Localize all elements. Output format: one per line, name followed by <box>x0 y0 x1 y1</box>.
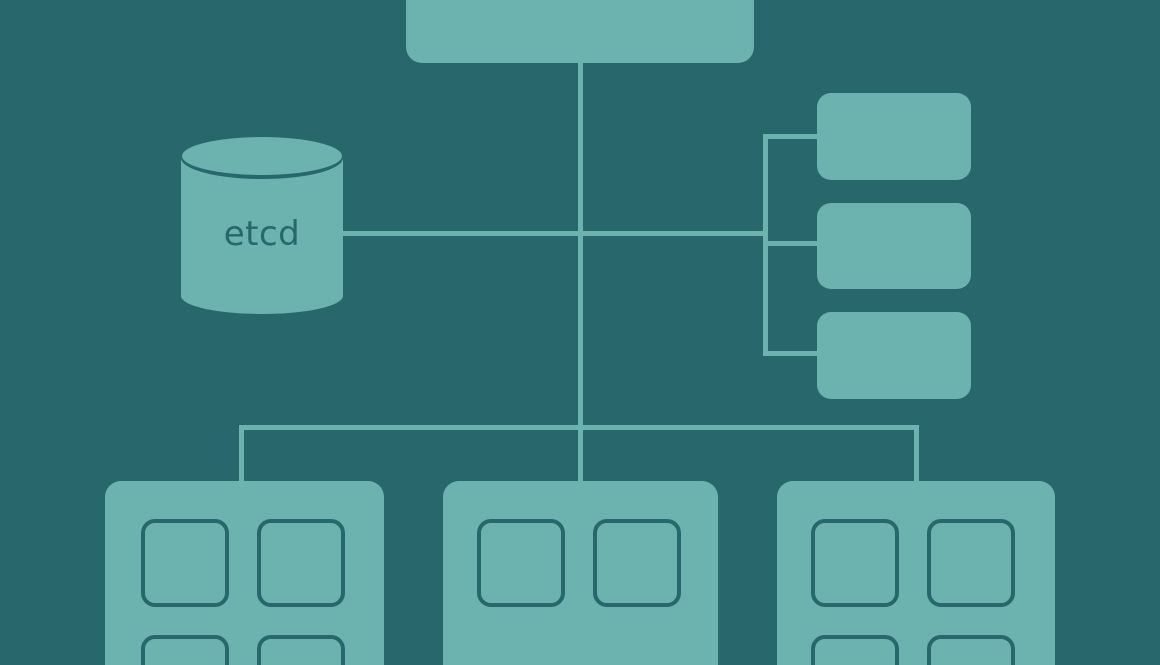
pod-box <box>141 519 229 607</box>
component-box-2 <box>817 203 971 289</box>
pod-box <box>811 635 899 665</box>
connector-node-3 <box>914 425 919 483</box>
database-cylinder-icon <box>181 137 343 314</box>
pod-box <box>257 519 345 607</box>
worker-node-1 <box>105 481 384 665</box>
pod-box <box>141 635 229 665</box>
component-box-1 <box>817 93 971 180</box>
pod-box <box>927 519 1015 607</box>
connector-component-3 <box>763 351 819 356</box>
etcd-datastore: etcd <box>180 136 344 316</box>
connector-trunk <box>578 62 583 482</box>
connector-component-2 <box>763 241 819 246</box>
pod-box <box>257 635 345 665</box>
component-box-3 <box>817 312 971 399</box>
connector-nodes-bus <box>239 425 919 430</box>
etcd-label: etcd <box>223 214 301 254</box>
worker-node-3 <box>777 481 1055 665</box>
control-plane-box <box>406 0 754 63</box>
pod-box <box>811 519 899 607</box>
pod-box <box>927 635 1015 665</box>
pod-box <box>477 519 565 607</box>
worker-node-2 <box>443 481 718 665</box>
connector-component-1 <box>763 134 819 139</box>
pod-box <box>593 519 681 607</box>
connector-etcd-components <box>342 231 768 236</box>
connector-node-1 <box>239 425 244 483</box>
